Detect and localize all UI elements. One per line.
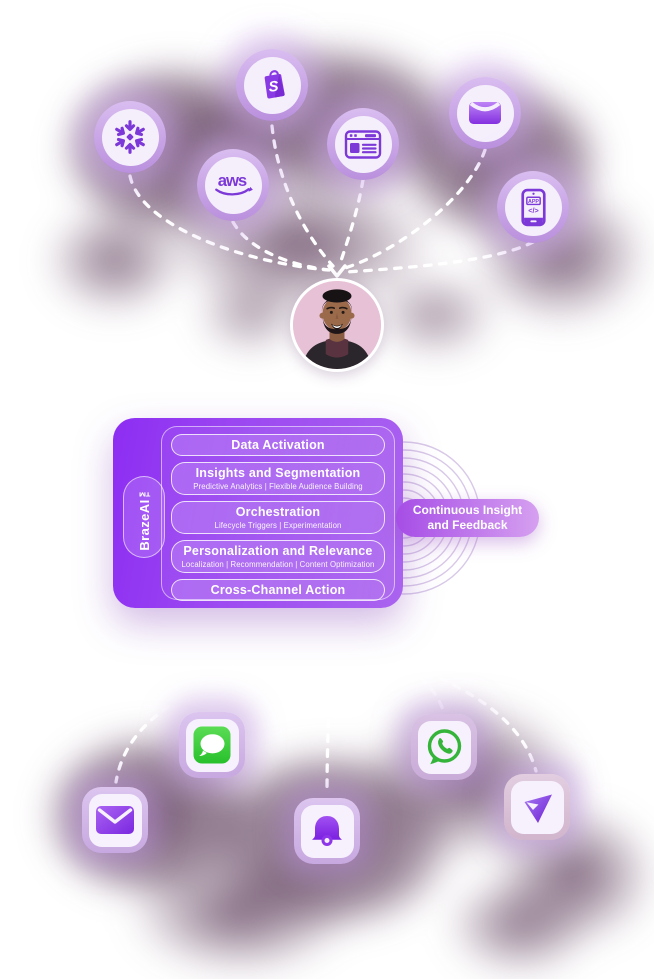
web-browser-icon [344,129,382,159]
svg-text:</>: </> [528,207,538,215]
channel-push-notification [294,798,360,864]
push-bell-icon [312,816,342,846]
layer-subtitle: Localization | Recommendation | Content … [181,560,375,569]
layer-row-orchestration: Orchestration Lifecycle Triggers | Exper… [171,501,385,535]
feedback-line1: Continuous Insight [412,503,523,517]
source-shopify: S [236,49,308,121]
channel-whatsapp [411,714,477,780]
layer-subtitle: Lifecycle Triggers | Experimentation [214,521,342,531]
aws-icon: aws [215,171,253,196]
svg-text:S: S [268,79,280,96]
layer-subtitle: Predictive Analytics | Flexible Audience… [193,482,363,492]
source-email [449,77,521,149]
channel-email [82,787,148,853]
imessage-icon [193,726,231,764]
source-snowflake [94,101,166,173]
feedback-line2: and Feedback [427,518,508,532]
mobile-app-icon: APP </> [520,188,546,226]
svg-text:APP: APP [528,198,539,204]
channel-sms-imessage [179,712,245,778]
brazeai-label: BrazeAI™ [136,483,152,551]
layer-title: Orchestration [235,505,321,520]
layer-row-personalization-relevance: Personalization and Relevance Localizati… [171,540,385,573]
svg-text:aws: aws [218,171,247,190]
layer-title: Personalization and Relevance [183,544,373,559]
source-aws: aws [197,149,269,221]
brazeai-label-pill: BrazeAI™ [123,476,165,558]
layer-title: Insights and Segmentation [195,466,361,481]
whatsapp-icon [427,729,462,765]
source-web-browser [327,108,399,180]
customer-portrait-illustration [293,281,381,369]
brazeai-layers-panel: Data Activation Insights and Segmentatio… [161,426,395,602]
paper-plane-icon [524,794,552,823]
layer-row-cross-channel-action: Cross-Channel Action [171,579,385,602]
layer-row-insights-segmentation: Insights and Segmentation Predictive Ana… [171,462,385,496]
email-icon [96,806,134,834]
layer-title: Data Activation [231,438,325,452]
customer-avatar [290,278,384,372]
email-icon [469,101,501,124]
arrowhead-into-avatar [327,264,347,278]
brazeai-panel: BrazeAI™ Data Activation Insights and Se… [113,418,403,608]
layer-row-data-activation: Data Activation [171,434,385,457]
source-mobile-app: APP </> [497,171,569,243]
feedback-pill: Continuous Insight and Feedback [396,499,539,537]
shopify-icon: S [264,70,285,99]
channel-paper-plane [504,774,570,840]
layer-title: Cross-Channel Action [210,583,346,597]
snowflake-icon [115,120,145,154]
